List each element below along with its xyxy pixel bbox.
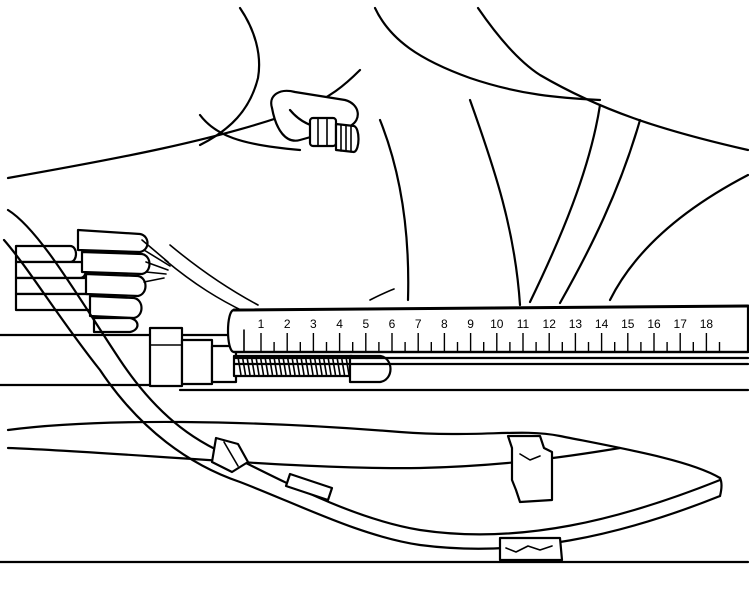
- spring-coil: [313, 356, 319, 376]
- spring-coil: [273, 356, 278, 376]
- actuator-body: [148, 326, 238, 388]
- ruler-tick-label: 7: [415, 317, 422, 331]
- spring-coil: [282, 356, 287, 376]
- spring-coil: [322, 356, 328, 376]
- cable-and-frame: [2, 208, 723, 562]
- spring-coil: [309, 356, 314, 376]
- spring-coil: [277, 356, 283, 376]
- ruler-tick-label: 10: [490, 317, 504, 331]
- ruler-tick-label: 14: [595, 317, 609, 331]
- ruler-tick-label: 17: [674, 317, 688, 331]
- ruler-tick-label: 9: [467, 317, 474, 331]
- threaded-rod: [232, 354, 392, 384]
- ruler-tick-label: 2: [284, 317, 291, 331]
- ruler-tick-label: 1: [258, 317, 265, 331]
- spring-coil: [286, 356, 292, 376]
- body-panel-contours: [6, 6, 749, 313]
- spring-coil: [241, 356, 247, 376]
- spring-coil: [340, 356, 346, 376]
- spring-coil: [336, 356, 341, 376]
- ruler-tick-label: 6: [389, 317, 396, 331]
- spring-coil: [304, 356, 310, 376]
- ruler-tick-label: 5: [362, 317, 369, 331]
- spring-coil: [246, 356, 251, 376]
- spring-coil: [255, 356, 260, 376]
- frame-rails: [0, 333, 749, 564]
- ruler-tick-label: 8: [441, 317, 448, 331]
- spring-coil: [268, 356, 274, 376]
- ruler-tick-label: 3: [310, 317, 317, 331]
- ruler-tick-label: 16: [647, 317, 661, 331]
- ruler-tick-label: 4: [336, 317, 343, 331]
- spring-coil: [295, 356, 301, 376]
- ruler-tick-label: 18: [700, 317, 714, 331]
- spring-coil: [331, 356, 337, 376]
- ruler-tick-label: 13: [569, 317, 583, 331]
- spring-coils: [237, 356, 350, 376]
- spring-coil: [318, 356, 323, 376]
- spring-coil: [259, 356, 265, 376]
- spring-coil: [264, 356, 269, 376]
- ruler-tick-label: 15: [621, 317, 635, 331]
- spring-coil: [300, 356, 305, 376]
- spring-coil: [327, 356, 332, 376]
- spring-coil: [291, 356, 296, 376]
- spring-coil: [250, 356, 256, 376]
- wiring-connector: [14, 228, 171, 334]
- spring-coil: [345, 356, 350, 376]
- bracket-with-bolt: [270, 89, 360, 154]
- spring-coil: [237, 356, 242, 376]
- ruler-tick-label: 11: [517, 317, 530, 331]
- ruler-tick-label: 12: [543, 317, 557, 331]
